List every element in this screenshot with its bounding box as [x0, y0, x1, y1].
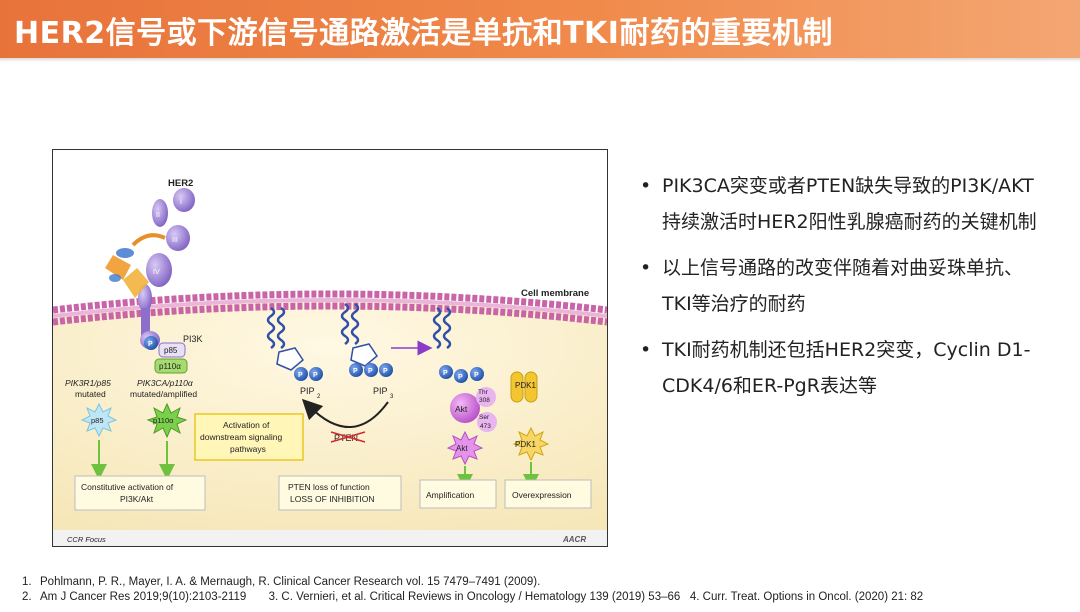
akt-star-label: Akt: [456, 444, 468, 453]
pip3-label: PIP: [373, 386, 388, 396]
thr-label: Thr: [478, 389, 489, 396]
bullet-item: • PIK3CA突变或者PTEN缺失导致的PI3K/AKT持续激活时HER2阳性乳…: [640, 168, 1040, 240]
bullet-text: TKI耐药机制还包括HER2突变，Cyclin D1-CDK4/6和ER-PgR…: [662, 339, 1031, 397]
domain-ii: II: [156, 212, 160, 219]
p110a-subunit-label: p110α: [159, 362, 181, 371]
her2-label: HER2: [168, 178, 193, 189]
akt-membrane: P P P Akt Thr 308 Ser 473: [432, 306, 497, 432]
title-divider: [0, 58, 1080, 62]
box-pten-loss: PTEN loss of function LOSS OF INHIBITION: [278, 475, 402, 511]
pip3-molecule: P P P PIP 3: [340, 302, 394, 400]
ref4-text: 4. Curr. Treat. Options in Oncol. (2020)…: [689, 591, 924, 603]
bullet-dot-icon: •: [640, 339, 652, 361]
bullet-dot-icon: •: [640, 257, 652, 279]
akt-p3: P: [474, 372, 479, 379]
pip2-molecule: P P PIP 2: [266, 306, 323, 400]
akt-p2: P: [458, 374, 463, 381]
pik3ca-label: PIK3CA/p110α: [137, 378, 194, 388]
bullet-item: • TKI耐药机制还包括HER2突变，Cyclin D1-CDK4/6和ER-Pg…: [640, 332, 1040, 404]
activation-line-2: downstream signaling: [200, 432, 282, 442]
pip2-p2: P: [313, 372, 318, 379]
pik3ca-status: mutated/amplified: [130, 389, 197, 399]
ref3-text: 3. C. Vernieri, et al. Critical Reviews …: [268, 591, 681, 603]
ser-label: Ser: [479, 414, 490, 421]
overexpression-label: Overexpression: [512, 490, 572, 500]
bullet-dot-icon: •: [640, 175, 652, 197]
pip2-p1: P: [298, 372, 303, 379]
activation-callout: Activation of downstream signaling pathw…: [194, 413, 304, 461]
figure-footer: [53, 530, 607, 546]
pip3-p1: P: [353, 368, 358, 375]
pten-loss-line-2: LOSS OF INHIBITION: [290, 494, 375, 504]
cell-membrane: [53, 290, 607, 326]
title-bar: HER2信号或下游信号通路激活是单抗和TKI耐药的重要机制: [0, 0, 1080, 58]
box-constitutive-activation: Constitutive activation of PI3K/Akt: [74, 475, 206, 511]
cytoplasm-region: [53, 300, 607, 530]
amplification-label: Amplification: [426, 490, 474, 500]
p85-mutant-label: p85: [91, 416, 104, 425]
pdk1-label: PDK1: [515, 381, 536, 390]
pip3-sub: 3: [390, 394, 394, 400]
reference-line-1: 1. Pohlmann, P. R., Mayer, I. A. & Mernau…: [22, 575, 1072, 590]
p-phospho-her2: P: [148, 341, 153, 348]
slide-title: HER2信号或下游信号通路激活是单抗和TKI耐药的重要机制: [14, 16, 833, 51]
ccr-focus-label: CCR Focus: [67, 535, 106, 544]
pten-loss-line-1: PTEN loss of function: [288, 482, 370, 492]
references: 1. Pohlmann, P. R., Mayer, I. A. & Mernau…: [22, 575, 1072, 605]
pip2-sub: 2: [317, 394, 321, 400]
pathway-figure: Cell membrane HER2 I II III IV P: [52, 149, 608, 547]
thr-num: 308: [479, 397, 490, 404]
pdk1-star-label: PDK1: [515, 440, 536, 449]
pathway-diagram: Cell membrane HER2 I II III IV P: [53, 178, 607, 546]
domain-iv: IV: [153, 269, 160, 276]
ser-num: 473: [480, 423, 491, 430]
activation-line-1: Activation of: [223, 420, 270, 430]
pip3-p3: P: [383, 368, 388, 375]
bullet-item: • 以上信号通路的改变伴随着对曲妥珠单抗、TKI等治疗的耐药: [640, 250, 1040, 322]
ref1-number: 1.: [22, 576, 32, 588]
pten-reverse-arrow: [301, 398, 389, 428]
bullet-list: • PIK3CA突变或者PTEN缺失导致的PI3K/AKT持续激活时HER2阳性乳…: [640, 168, 1040, 414]
ref2-text: Am J Cancer Res 2019;9(10):2103-2119: [40, 591, 247, 603]
constitutive-line-2: PI3K/Akt: [120, 494, 154, 504]
p110a-mutant-star: p110α: [146, 402, 188, 439]
pi3k-complex: P PI3K p85 p110α: [144, 334, 203, 374]
p110a-mutant-label: p110α: [153, 416, 174, 425]
pten-lost: PTEN: [330, 431, 366, 443]
pi3k-label: PI3K: [183, 334, 203, 344]
reference-line-2: 2. Am J Cancer Res 2019;9(10):2103-2119 3…: [22, 590, 1072, 605]
akt-label: Akt: [455, 404, 468, 414]
ref2-number: 2.: [22, 591, 32, 603]
bullet-text: 以上信号通路的改变伴随着对曲妥珠单抗、TKI等治疗的耐药: [662, 257, 1024, 315]
cell-membrane-label: Cell membrane: [521, 288, 589, 299]
pdk1-overexpressed-star: PDK1: [512, 426, 550, 462]
p85-subunit-label: p85: [164, 346, 178, 355]
pip2-label: PIP: [300, 386, 315, 396]
p85-mutant-star: p85: [80, 402, 118, 438]
ref1-text: Pohlmann, P. R., Mayer, I. A. & Mernaugh…: [40, 576, 541, 588]
constitutive-line-1: Constitutive activation of: [81, 482, 174, 492]
domain-iii: III: [172, 237, 178, 244]
pip3-p2: P: [368, 368, 373, 375]
akt-amplified-star: Akt: [446, 430, 484, 466]
pdk1-membrane: PDK1: [510, 371, 538, 403]
box-amplification: Amplification: [419, 479, 497, 509]
box-overexpression: Overexpression: [504, 479, 592, 509]
aacr-logo: AACR: [562, 535, 586, 544]
pik3r1-label: PIK3R1/p85: [65, 378, 111, 388]
activation-line-3: pathways: [230, 444, 266, 454]
pik3r1-status: mutated: [75, 389, 106, 399]
bullet-text: PIK3CA突变或者PTEN缺失导致的PI3K/AKT持续激活时HER2阳性乳腺…: [662, 175, 1037, 233]
domain-i: I: [180, 199, 182, 206]
akt-p1: P: [443, 370, 448, 377]
